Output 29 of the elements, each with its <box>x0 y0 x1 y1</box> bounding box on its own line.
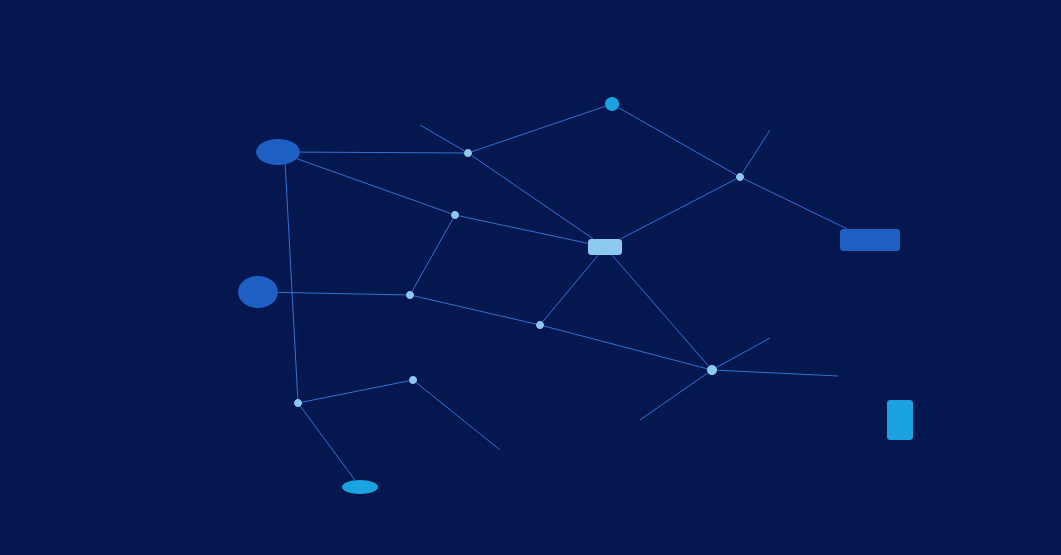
connector-line <box>301 380 410 403</box>
connector-line <box>639 372 709 421</box>
node-circle <box>342 480 378 494</box>
connector-line <box>471 105 606 153</box>
connector-line <box>277 291 407 296</box>
connector-line <box>620 178 737 240</box>
node-box <box>840 229 900 251</box>
node-circle <box>256 139 300 165</box>
connector-line <box>743 178 848 230</box>
connector-line <box>411 218 454 292</box>
connector-line <box>419 124 465 152</box>
connector-line <box>296 158 452 215</box>
connector-line <box>543 325 708 370</box>
connector-line <box>300 405 356 481</box>
connector-line <box>470 154 594 240</box>
connector-line <box>299 151 465 154</box>
connector-line <box>458 215 589 244</box>
connector-line <box>716 337 771 368</box>
connector-line <box>415 382 501 451</box>
connector-line <box>284 164 299 400</box>
node-box <box>887 400 913 440</box>
connector-line <box>542 254 599 323</box>
connector-line <box>611 254 710 367</box>
connector-line <box>617 107 737 176</box>
connector-line <box>413 295 537 325</box>
connector-line <box>716 369 839 377</box>
node-circle <box>605 97 619 111</box>
node-circle <box>238 276 278 308</box>
connector-line <box>741 129 771 174</box>
